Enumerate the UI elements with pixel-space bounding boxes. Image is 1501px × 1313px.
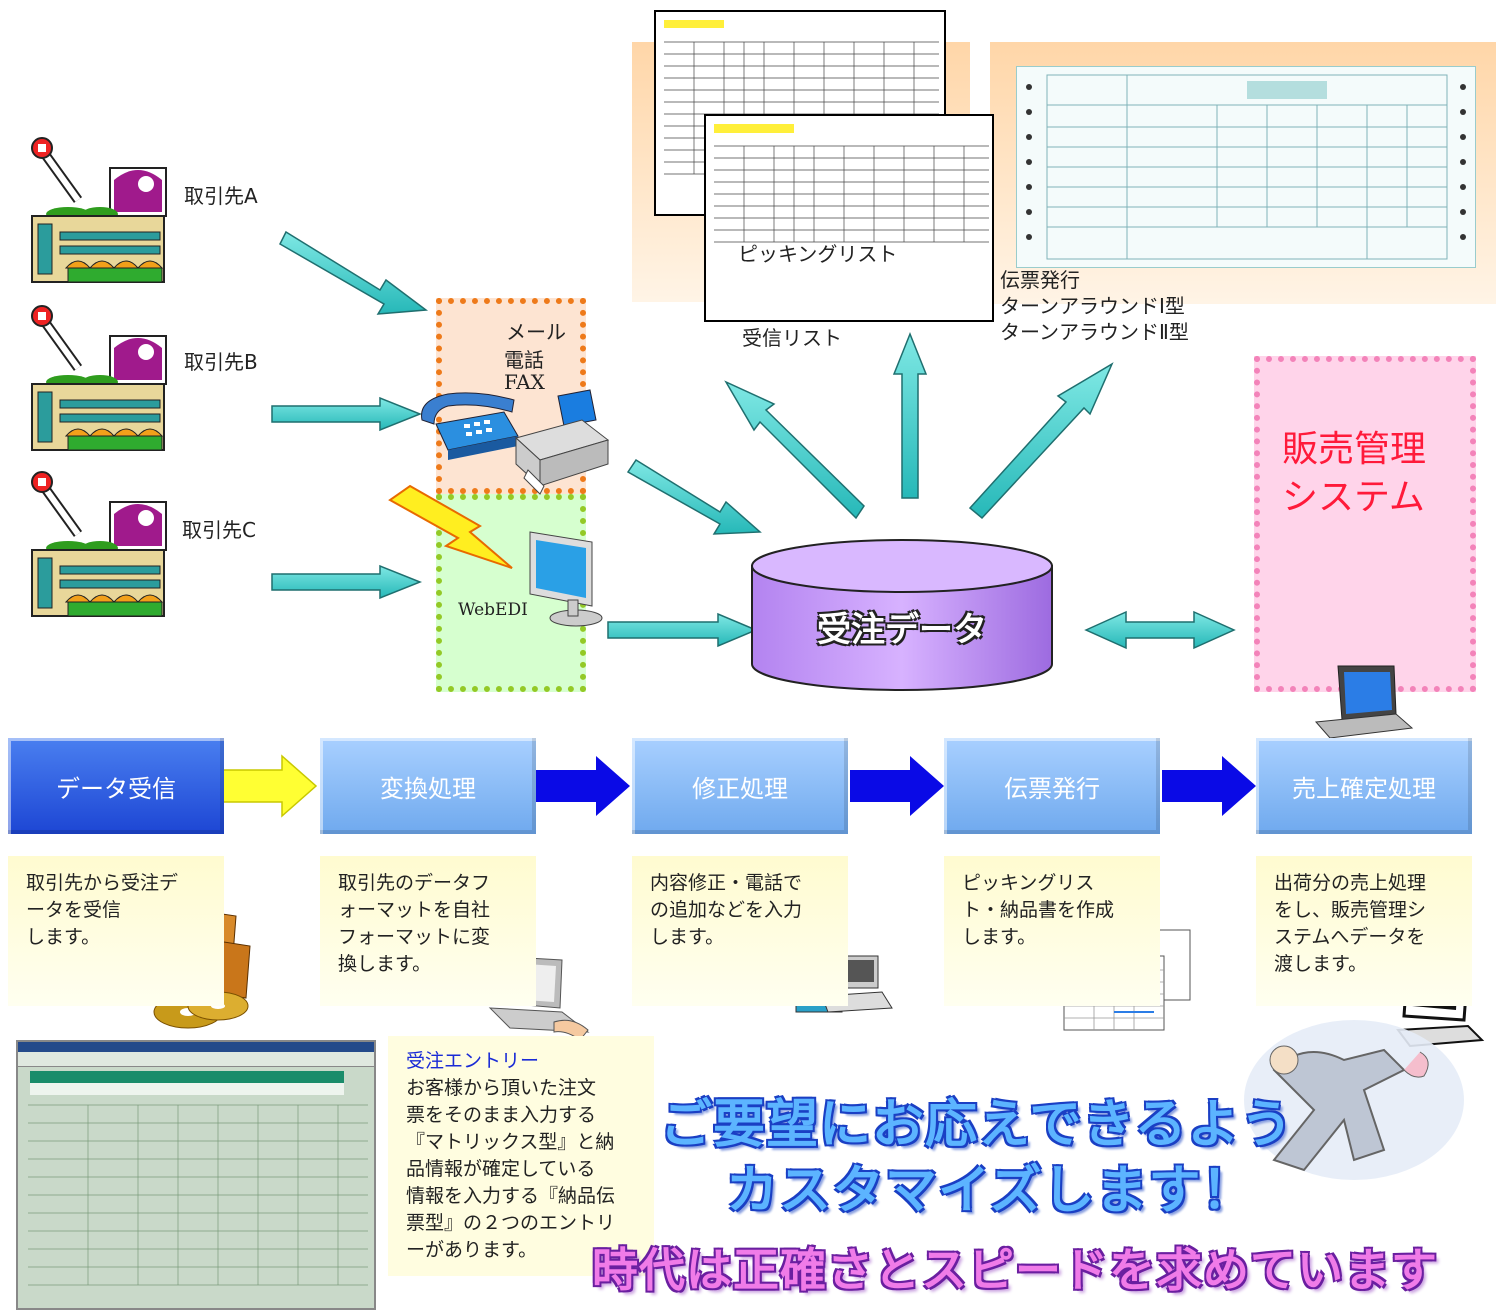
note-line: 換します。: [338, 953, 432, 975]
arrow-db-to-received: [724, 380, 865, 520]
note-line: 内容修正・電話で: [650, 872, 803, 894]
slip-form-image: [1016, 66, 1476, 268]
partner-c-label: 取引先C: [182, 518, 256, 542]
note-line: の追加などを入力: [650, 899, 803, 921]
entry-line: 票型』の２つのエントリ: [406, 1212, 616, 1234]
flow-arrow-2: [536, 756, 630, 816]
order-entry-description: 受注エントリー お客様から頂いた注文 票をそのまま入力する 『マトリックス型』と…: [388, 1036, 654, 1276]
slogan-line-3: 時代は正確さとスピードを求めています: [592, 1243, 1438, 1297]
sales-system-label-1: 販売管理: [1282, 429, 1427, 470]
fax-label: FAX: [504, 370, 545, 394]
step-data-receive: データ受信: [8, 738, 224, 834]
slip-form-lines: [1026, 74, 1466, 260]
arrow-partner-c: [271, 564, 423, 600]
entry-line: お客様から頂いた注文: [406, 1077, 597, 1099]
step-sales-confirm: 売上確定処理: [1256, 738, 1472, 834]
arrow-db-to-picking: [892, 331, 928, 499]
entry-line: 品情報が確定している: [406, 1158, 596, 1180]
database-label: 受注データ: [817, 610, 987, 650]
mail-label: メール: [506, 320, 566, 344]
flow-arrow-3: [850, 756, 944, 816]
arrow-webedi-to-db: [607, 612, 758, 648]
partner-c-building-icon: [31, 471, 167, 617]
note-line: ォーマットを自社: [338, 899, 491, 921]
step-correction: 修正処理: [632, 738, 848, 834]
picking-list-grid: [714, 145, 989, 243]
note-line: ータを受信: [26, 899, 122, 921]
fax-icon: [514, 389, 610, 495]
arrow-partner-b: [271, 396, 423, 432]
runner-businessman-icon: [1244, 1020, 1464, 1180]
note-line: ト・納品書を作成: [962, 899, 1115, 921]
entry-line: 情報を入力する『納品伝: [406, 1185, 616, 1207]
step-conversion: 変換処理: [320, 738, 536, 834]
slogan-line-1: ご要望にお応えできるよう: [660, 1095, 1294, 1155]
step-slip-issue: 伝票発行: [944, 738, 1160, 834]
entry-line: ーがあります。: [406, 1239, 538, 1261]
partner-b-building-icon: [31, 305, 167, 451]
note-correction: 内容修正・電話で の追加などを入力 します。: [632, 856, 848, 1006]
note-conversion: 取引先のデータフ ォーマットを自社 フォーマットに変 換します。: [320, 856, 536, 1006]
note-data-receive: 取引先から受注デ ータを受信 します。: [8, 856, 224, 1006]
note-line: 取引先から受注デ: [26, 872, 179, 894]
partner-a-building-icon: [31, 137, 167, 283]
laptop-icon: [1314, 665, 1414, 739]
partner-a-label: 取引先A: [184, 184, 258, 208]
received-list-label: 受信リスト: [742, 326, 842, 350]
note-line: ステムへデータを: [1274, 926, 1426, 948]
note-line: フォーマットに変: [338, 926, 491, 948]
arrow-fax-to-db: [626, 458, 762, 535]
sales-system-label-2: システム: [1282, 477, 1425, 518]
entry-line: 『マトリックス型』と納: [406, 1131, 615, 1153]
note-line: ピッキングリス: [962, 872, 1095, 894]
arrow-partner-a: [279, 230, 429, 315]
slip-label-2: ターンアラウンドⅠ型: [1000, 294, 1185, 318]
partner-b-label: 取引先B: [184, 350, 258, 374]
lightning-icon: [388, 484, 513, 569]
note-line: 出荷分の売上処理: [1274, 872, 1427, 894]
note-line: します。: [650, 926, 725, 948]
arrow-db-sales-bidirectional: [1084, 610, 1236, 650]
picking-list-sheet: ピッキングリスト: [704, 114, 994, 322]
phone-label: 電話: [504, 348, 544, 372]
note-line: します。: [26, 926, 101, 948]
picking-list-label: ピッキングリスト: [738, 242, 898, 266]
note-line: 渡します。: [1274, 953, 1368, 975]
entry-line: 票をそのまま入力する: [406, 1104, 597, 1126]
sales-system-box: [1254, 356, 1476, 692]
database-cylinder: [751, 539, 1053, 691]
note-line: します。: [962, 926, 1037, 948]
slip-label-1: 伝票発行: [1000, 268, 1080, 292]
note-line: 取引先のデータフ: [338, 872, 491, 894]
note-sales-confirm: 出荷分の売上処理 をし、販売管理シ ステムへデータを 渡します。: [1256, 856, 1472, 1006]
webedi-monitor-icon: [529, 531, 603, 627]
slogan-line-2: カスタマイズします！: [726, 1161, 1255, 1221]
flow-arrow-4: [1162, 756, 1256, 816]
slip-label-3: ターンアラウンドⅡ型: [1000, 320, 1189, 344]
flow-arrow-1: [221, 754, 318, 818]
order-entry-screenshot: [16, 1040, 376, 1310]
note-line: をし、販売管理シ: [1274, 899, 1427, 921]
entry-title: 受注エントリー: [406, 1050, 540, 1072]
webedi-label: WebEDI: [458, 600, 528, 620]
order-entry-grid: [28, 1104, 368, 1286]
phone-icon: [421, 392, 519, 460]
arrow-db-to-slip: [968, 362, 1114, 520]
note-slip-issue: ピッキングリス ト・納品書を作成 します。: [944, 856, 1160, 1006]
